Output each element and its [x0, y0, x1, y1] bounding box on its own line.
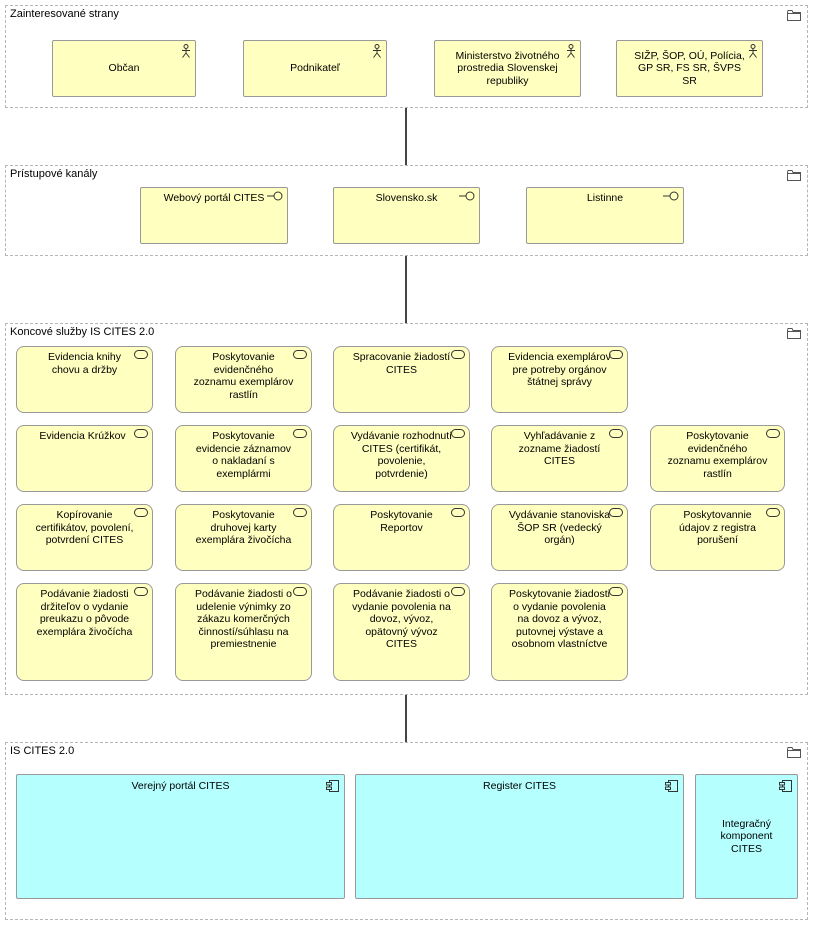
connector-stakeholders-channels	[405, 108, 407, 165]
service-icon	[134, 508, 148, 517]
component-icon	[779, 780, 792, 792]
service-icon	[451, 508, 465, 517]
element-label: Verejný portál CITES	[131, 780, 230, 792]
service-icon	[134, 350, 148, 359]
interface-web-portal[interactable]: Webový portál CITES	[140, 187, 288, 244]
group-title: Prístupové kanály	[10, 168, 98, 180]
actor-ministry[interactable]: Ministerstvo životného prostredia Sloven…	[434, 40, 581, 97]
service-icon	[609, 508, 623, 517]
service-search-applications[interactable]: Vyhľadávanie z zozname žiadostí CITES	[491, 425, 628, 492]
interface-paper[interactable]: Listinne	[526, 187, 684, 244]
service-issue-decisions[interactable]: Vydávanie rozhodnutí CITES (certifikát, …	[333, 425, 470, 492]
service-icon	[451, 429, 465, 438]
service-icon	[293, 508, 307, 517]
actor-icon	[182, 44, 190, 58]
element-label: Poskytovanie evidenčného zoznamu exemplá…	[193, 351, 294, 401]
service-scientific-opinion[interactable]: Vydávanie stanoviska ŠOP SR (vedecký org…	[491, 504, 628, 571]
element-label: Vyhľadávanie z zozname žiadostí CITES	[518, 430, 601, 467]
element-label: Kopírovanie certifikátov, povolení, potv…	[35, 509, 134, 546]
service-process-applications[interactable]: Spracovanie žiadostí CITES	[333, 346, 470, 413]
service-species-card[interactable]: Poskytovanie druhovej karty exemplára ži…	[175, 504, 312, 571]
element-label: SIŽP, ŠOP, OÚ, Polícia, GP SR, FS SR, ŠV…	[634, 49, 745, 87]
element-label: Vydávanie rozhodnutí CITES (certifikát, …	[350, 430, 453, 480]
service-specimen-records[interactable]: Evidencia exemplárov pre potreby orgánov…	[491, 346, 628, 413]
element-label: Poskytovanie Reportov	[370, 509, 433, 534]
element-label: Podávanie žiadosti o udelenie výnimky zo…	[195, 588, 292, 650]
group-title: Koncové služby IS CITES 2.0	[10, 326, 155, 338]
component-register[interactable]: Register CITES	[355, 774, 684, 899]
interface-icon	[663, 191, 679, 201]
element-label: Register CITES	[483, 780, 556, 792]
actor-authorities[interactable]: SIŽP, ŠOP, OÚ, Polícia, GP SR, FS SR, ŠV…	[616, 40, 763, 97]
service-icon	[134, 587, 148, 596]
connector-services-system	[405, 695, 407, 742]
folder-icon	[787, 747, 801, 758]
component-icon	[665, 780, 678, 792]
group-title: IS CITES 2.0	[10, 745, 75, 757]
service-icon	[766, 429, 780, 438]
actor-icon	[567, 44, 575, 58]
actor-icon	[749, 44, 757, 58]
element-label: Slovensko.sk	[375, 192, 438, 204]
service-plant-register-2[interactable]: Poskytovanie evidenčného zoznamu exemplá…	[650, 425, 785, 492]
service-icon	[609, 429, 623, 438]
service-import-export-application[interactable]: Podávanie žiadosti o vydanie povolenia n…	[333, 583, 470, 681]
service-handling-records[interactable]: Poskytovanie evidencie záznamov o naklad…	[175, 425, 312, 492]
service-origin-certificate-application[interactable]: Podávanie žiadosti držiteľov o vydanie p…	[16, 583, 153, 681]
element-label: Poskytovanie druhovej karty exemplára ži…	[195, 509, 292, 546]
element-label: Občan	[108, 62, 140, 75]
service-icon	[609, 587, 623, 596]
service-plant-register[interactable]: Poskytovanie evidenčného zoznamu exemplá…	[175, 346, 312, 413]
element-label: Poskytovanie evidencie záznamov o naklad…	[195, 430, 292, 480]
component-integration[interactable]: Integračný komponent CITES	[695, 774, 798, 899]
component-public-portal[interactable]: Verejný portál CITES	[16, 774, 345, 899]
interface-icon	[267, 191, 283, 201]
service-icon	[766, 508, 780, 517]
folder-icon	[787, 328, 801, 339]
service-icon	[293, 350, 307, 359]
service-icon	[293, 587, 307, 596]
element-label: Integračný komponent CITES	[720, 817, 773, 855]
element-label: Evidencia Krúžkov	[39, 430, 126, 442]
element-label: Poskytovanie žiadosti o vydanie povoleni…	[509, 588, 610, 650]
folder-icon	[787, 10, 801, 21]
element-label: Evidencia exemplárov pre potreby orgánov…	[508, 351, 611, 388]
service-ring-records[interactable]: Evidencia Krúžkov	[16, 425, 153, 492]
service-breeding-book[interactable]: Evidencia knihy chovu a držby	[16, 346, 153, 413]
service-copy-certificates[interactable]: Kopírovanie certifikátov, povolení, potv…	[16, 504, 153, 571]
service-icon	[451, 350, 465, 359]
service-violations-register[interactable]: Poskytovannie údajov z registra porušení	[650, 504, 785, 571]
element-label: Ministerstvo životného prostredia Sloven…	[455, 49, 560, 87]
group-title: Zainteresované strany	[10, 8, 119, 20]
element-label: Spracovanie žiadostí CITES	[352, 351, 451, 376]
element-label: Evidencia knihy chovu a držby	[48, 351, 121, 376]
service-icon	[134, 429, 148, 438]
interface-icon	[459, 191, 475, 201]
service-exhibition-application[interactable]: Poskytovanie žiadosti o vydanie povoleni…	[491, 583, 628, 681]
element-label: Vydávanie stanoviska ŠOP SR (vedecký org…	[508, 509, 611, 546]
actor-citizen[interactable]: Občan	[52, 40, 196, 97]
actor-entrepreneur[interactable]: Podnikateľ	[243, 40, 387, 97]
element-label: Podnikateľ	[290, 62, 340, 75]
actor-icon	[373, 44, 381, 58]
service-icon	[609, 350, 623, 359]
element-label: Poskytovanie evidenčného zoznamu exemplá…	[667, 430, 768, 480]
component-icon	[326, 780, 339, 792]
connector-channels-services	[405, 256, 407, 323]
element-label: Podávanie žiadosti o vydanie povolenia n…	[352, 588, 451, 650]
element-label: Poskytovannie údajov z registra porušení	[678, 509, 757, 546]
interface-slovensko-sk[interactable]: Slovensko.sk	[333, 187, 480, 244]
service-icon	[451, 587, 465, 596]
element-label: Webový portál CITES	[163, 192, 265, 204]
service-icon	[293, 429, 307, 438]
element-label: Podávanie žiadosti držiteľov o vydanie p…	[36, 588, 133, 638]
service-reports[interactable]: Poskytovanie Reportov	[333, 504, 470, 571]
element-label: Listinne	[586, 192, 624, 204]
folder-icon	[787, 170, 801, 181]
service-exemption-application[interactable]: Podávanie žiadosti o udelenie výnimky zo…	[175, 583, 312, 681]
